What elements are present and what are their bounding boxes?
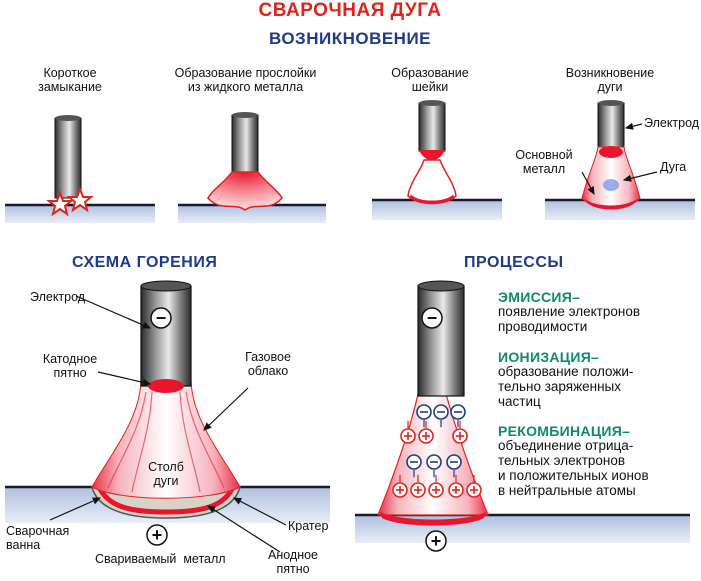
process-emission: ЭМИССИЯ– появление электронов проводимос… xyxy=(498,290,640,334)
stage4-label-line2: дуги xyxy=(597,80,623,94)
emission-desc-line: проводимости xyxy=(498,319,588,334)
stage2-electrode xyxy=(231,114,259,174)
arc-column-label: Столб дуги xyxy=(130,460,202,488)
process-plus-sign: + xyxy=(430,531,442,551)
weld-pool-label: Сварочная ванна xyxy=(6,524,69,552)
stage4-base-line1: Основной xyxy=(515,148,573,162)
minus-icon xyxy=(150,307,172,329)
process-recombination: РЕКОМБИНАЦИЯ– объединение отрица- тельны… xyxy=(498,424,649,498)
gas-line2: облако xyxy=(247,364,289,378)
recombination-desc-line: объединение отрица- xyxy=(498,438,634,453)
plus-icon xyxy=(146,524,168,546)
ionization-desc-line: частиц xyxy=(498,394,541,409)
process-electrode xyxy=(417,285,465,397)
minus-icon xyxy=(421,307,443,329)
stage4-base-metal-label: Основной металл xyxy=(504,148,584,176)
stage1-electrode xyxy=(54,117,82,199)
stage3-label: Образование шейки xyxy=(380,66,480,94)
gas-cloud-label: Газовое облако xyxy=(228,350,308,378)
burning-electrode xyxy=(140,285,192,387)
stage4-electrode-label: Электрод xyxy=(644,116,700,130)
stage1-figure xyxy=(5,115,155,223)
burning-heading: СХЕМА ГОРЕНИЯ xyxy=(72,254,218,271)
ionization-name: ИОНИЗАЦИЯ– xyxy=(498,349,600,365)
stage4-figure xyxy=(545,100,695,220)
burning-plus-sign: + xyxy=(151,525,163,545)
plus-icon xyxy=(425,530,447,552)
cathode-line2: пятно xyxy=(53,366,87,380)
processes-figure xyxy=(355,280,690,552)
stage2-label-line2: из жидкого металла xyxy=(187,80,304,94)
stage2-label-line1: Образование прослойки xyxy=(174,66,317,80)
recombination-desc-line: в нейтральные атомы xyxy=(498,483,636,498)
stage1-base-metal xyxy=(5,205,155,223)
burning-minus-sign: − xyxy=(155,308,167,328)
stage1-label-line2: замыкание xyxy=(38,80,102,94)
emission-name: ЭМИССИЯ– xyxy=(498,289,581,305)
burning-electrode-label: Электрод xyxy=(30,290,86,304)
anode-line1: Анодное xyxy=(267,548,319,562)
stage3-electrode xyxy=(418,102,446,152)
process-ionization: ИОНИЗАЦИЯ– образование положи- тельно за… xyxy=(498,350,633,409)
stage3-label-line1: Образование xyxy=(391,66,469,80)
burning-figure xyxy=(5,280,330,553)
pool-line1: Сварочная xyxy=(6,524,70,538)
stage4-label-line1: Возникновение xyxy=(565,66,655,80)
recombination-desc-line: тельных электронов xyxy=(498,453,626,468)
spark-icon xyxy=(46,190,74,217)
anode-line2: пятно xyxy=(276,562,310,576)
gas-line1: Газовое xyxy=(245,350,291,364)
subtitle: ВОЗНИКНОВЕНИЕ xyxy=(268,29,432,48)
cathode-line1: Катодное xyxy=(42,352,98,366)
stage2-label: Образование прослойки из жидкого металла xyxy=(148,66,343,94)
stage4-electrode xyxy=(597,102,625,148)
recombination-desc-line: и положительных ионов xyxy=(498,468,649,483)
stage3-label-line2: шейки xyxy=(411,80,449,94)
emission-desc-line: появление электронов xyxy=(498,304,641,319)
stage1-label-line1: Короткое xyxy=(43,66,97,80)
stage2-molten-layer xyxy=(207,171,283,211)
workpiece-label: Свариваемый металл xyxy=(95,552,226,566)
stage3-neck xyxy=(407,159,457,205)
stage3-figure xyxy=(372,100,502,220)
ionization-desc-line: образование положи- xyxy=(498,364,634,379)
main-title: СВАРОЧНАЯ ДУГА xyxy=(258,0,442,21)
anode-spot xyxy=(97,487,235,515)
stage4-base-line2: металл xyxy=(522,162,566,176)
charged-particles xyxy=(392,404,482,498)
stage2-figure xyxy=(178,112,326,223)
spark-icon xyxy=(66,186,94,213)
process-minus-sign: − xyxy=(426,308,438,328)
ionization-desc-line: тельно заряженных xyxy=(498,379,621,394)
stage4-label: Возникновение дуги xyxy=(555,66,665,94)
stage4-arc-label: Дуга xyxy=(660,160,687,174)
cathode-spot-label: Катодное пятно xyxy=(30,352,110,380)
pool-line2: ванна xyxy=(6,538,41,552)
cathode-spot xyxy=(148,379,184,393)
processes-heading: ПРОЦЕССЫ xyxy=(464,254,564,271)
recombination-name: РЕКОМБИНАЦИЯ– xyxy=(498,423,631,439)
anode-spot-label: Анодное пятно xyxy=(258,548,328,576)
crater-label: Кратер xyxy=(288,519,329,533)
column-line1: Столб xyxy=(148,460,184,474)
column-line2: дуги xyxy=(153,474,179,488)
stage1-label: Короткое замыкание xyxy=(20,66,120,94)
